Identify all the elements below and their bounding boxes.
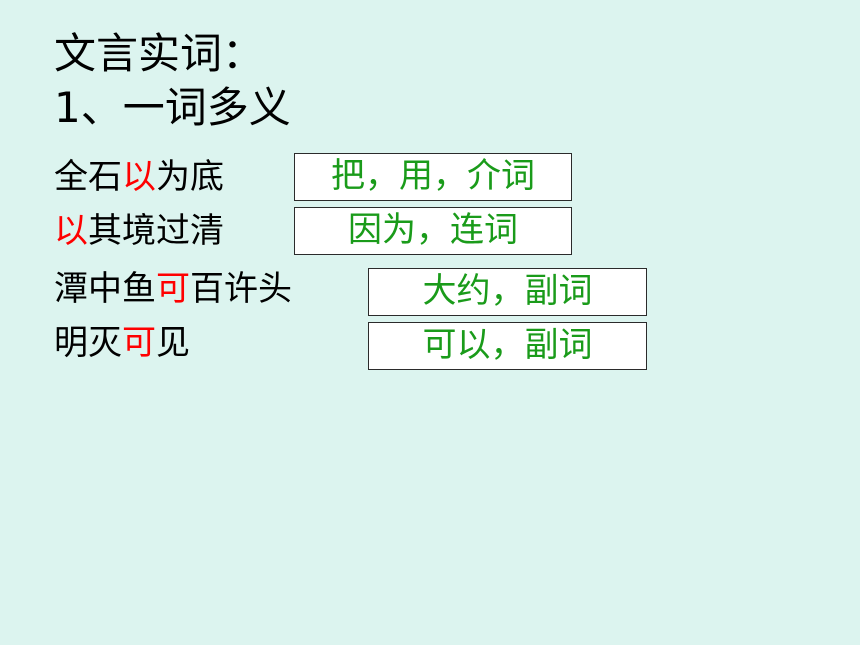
sentence-text: 为底: [156, 157, 224, 197]
sentence-text: 百许头: [190, 269, 292, 309]
slide-title: 文言实词：: [54, 29, 265, 78]
sentence-text: 其境过清: [88, 211, 224, 251]
slide-subtitle: 1、一词多义: [54, 83, 291, 132]
answer-text: 可以，副词: [422, 325, 593, 365]
highlighted-word: 以: [54, 211, 88, 251]
highlighted-word: 可: [156, 269, 190, 309]
sentence-text: 明灭: [54, 323, 122, 363]
answer-box-2: 因为，连词: [294, 207, 572, 255]
answer-box-4: 可以，副词: [368, 322, 647, 370]
example-sentence-4: 明灭可见: [54, 323, 190, 363]
example-sentence-3: 潭中鱼可百许头: [54, 269, 292, 309]
example-sentence-2: 以其境过清: [54, 211, 224, 251]
highlighted-word: 可: [122, 323, 156, 363]
answer-box-1: 把，用，介词: [294, 153, 572, 201]
highlighted-word: 以: [122, 157, 156, 197]
answer-text: 大约，副词: [422, 271, 593, 311]
sentence-text: 见: [156, 323, 190, 363]
answer-text: 因为，连词: [348, 210, 518, 250]
answer-text: 把，用，介词: [331, 156, 535, 196]
sentence-text: 全石: [54, 157, 122, 197]
sentence-text: 潭中鱼: [54, 269, 156, 309]
answer-box-3: 大约，副词: [368, 268, 647, 316]
example-sentence-1: 全石以为底: [54, 157, 224, 197]
